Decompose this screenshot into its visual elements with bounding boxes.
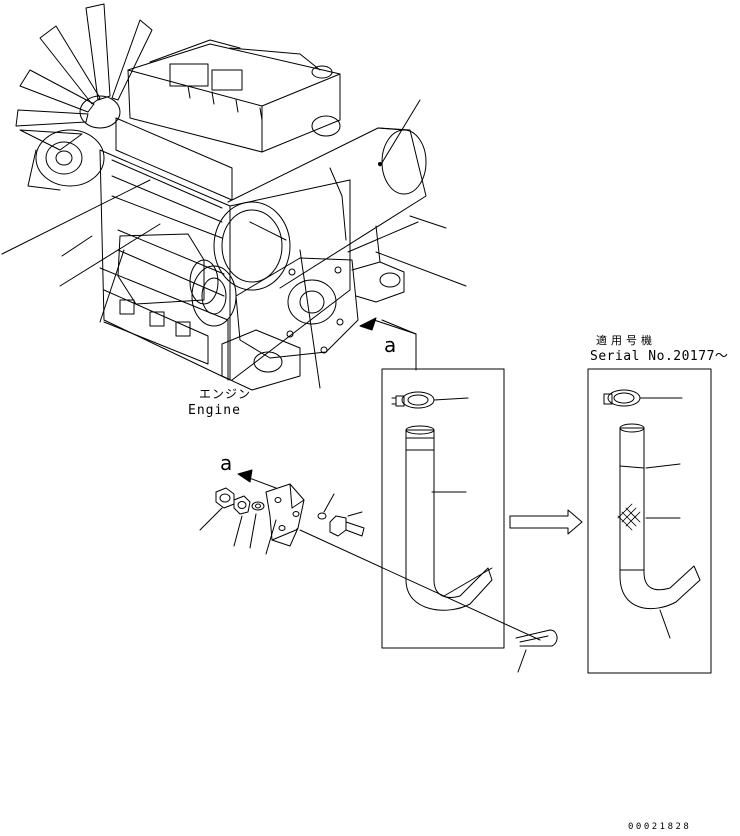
- revised-assembly-box: [587, 368, 712, 674]
- nut-2: [233, 495, 251, 515]
- engine-block: [99, 117, 351, 391]
- revised-hose-clamp: [603, 389, 683, 407]
- hose-assembly-box: [381, 368, 505, 649]
- starter-motor: [117, 233, 237, 327]
- serial-label-jp: 適用号機: [596, 334, 656, 347]
- flywheel-housing: [235, 257, 405, 359]
- fan-blades: [15, 3, 153, 151]
- revised-intake-hose: [617, 423, 701, 639]
- bolt: [329, 515, 365, 537]
- revision-arrow: [509, 509, 583, 535]
- engine-label-en: Engine: [188, 403, 241, 418]
- engine-illustration: [1, 3, 467, 391]
- muffler: [213, 127, 427, 291]
- alternator: [27, 129, 105, 191]
- lock-washer: [317, 512, 327, 520]
- valve-cover: [127, 39, 341, 153]
- drawing-number: 00021828: [628, 822, 692, 832]
- serial-label-en: Serial No.20177～: [590, 349, 729, 364]
- engine-leader-lines: [1, 99, 467, 389]
- mesh-symbol: [617, 503, 641, 531]
- mounting-bracket: [265, 483, 305, 547]
- nut-1: [215, 487, 235, 509]
- engine-label-jp: エンジン: [199, 387, 252, 401]
- intake-hose: [405, 425, 493, 611]
- reference-letter-top: a: [384, 333, 397, 357]
- reference-letter-bracket: a: [220, 451, 233, 475]
- bracket-parts: [199, 469, 558, 673]
- u-clip: [515, 629, 558, 647]
- hose-clamp: [391, 391, 469, 409]
- reference-arrow-a: [359, 317, 417, 371]
- washer: [251, 501, 265, 511]
